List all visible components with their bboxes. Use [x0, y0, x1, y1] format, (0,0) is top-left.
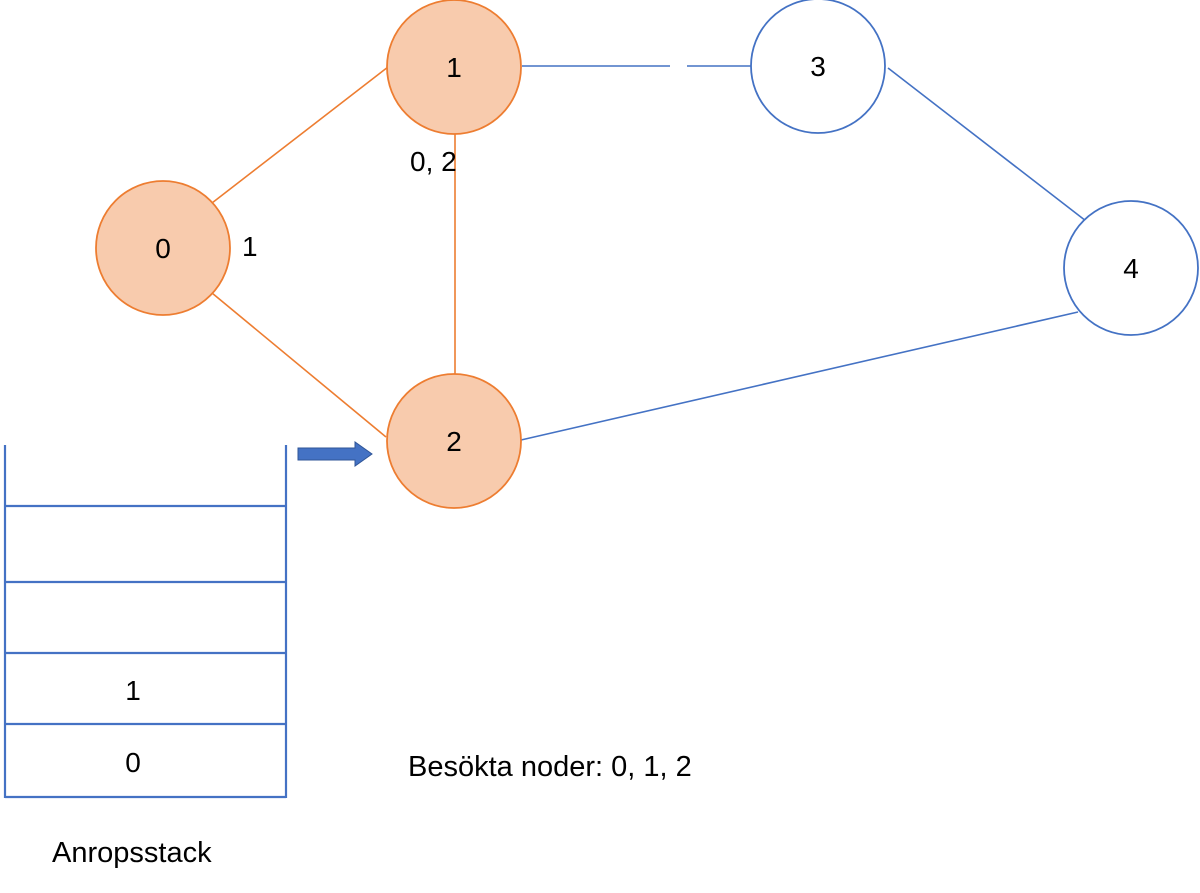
stack-slot-4: 0: [125, 747, 141, 778]
node-4-label: 4: [1123, 253, 1139, 284]
node-3-label: 3: [810, 51, 826, 82]
current-node-arrow: [297, 441, 373, 467]
edge-2-4: [520, 311, 1079, 441]
stack-slot-3: 1: [125, 675, 141, 706]
node-2[interactable]: 2: [386, 373, 522, 509]
edge-3-4: [887, 67, 1087, 222]
graph-edges: [211, 65, 1087, 441]
node-0-label: 0: [155, 233, 171, 264]
visited-nodes-text: Besökta noder: 0, 1, 2: [408, 751, 692, 783]
node-3[interactable]: 3: [750, 0, 886, 134]
edge-0-2: [211, 292, 387, 438]
stack-title: Anropsstack: [52, 837, 212, 869]
graph-nodes: 0 1 2 3 4: [95, 0, 1199, 509]
call-stack: 1 0: [3, 445, 288, 799]
node-1-neighbor-annotation: 0, 2: [410, 146, 457, 177]
node-1-label: 1: [446, 52, 462, 83]
node-1[interactable]: 1: [386, 0, 522, 135]
node-0[interactable]: 0: [95, 180, 231, 316]
node-4[interactable]: 4: [1063, 200, 1199, 336]
edge-0-1: [211, 66, 389, 204]
node-2-label: 2: [446, 426, 462, 457]
node-0-neighbor-annotation: 1: [242, 231, 258, 262]
